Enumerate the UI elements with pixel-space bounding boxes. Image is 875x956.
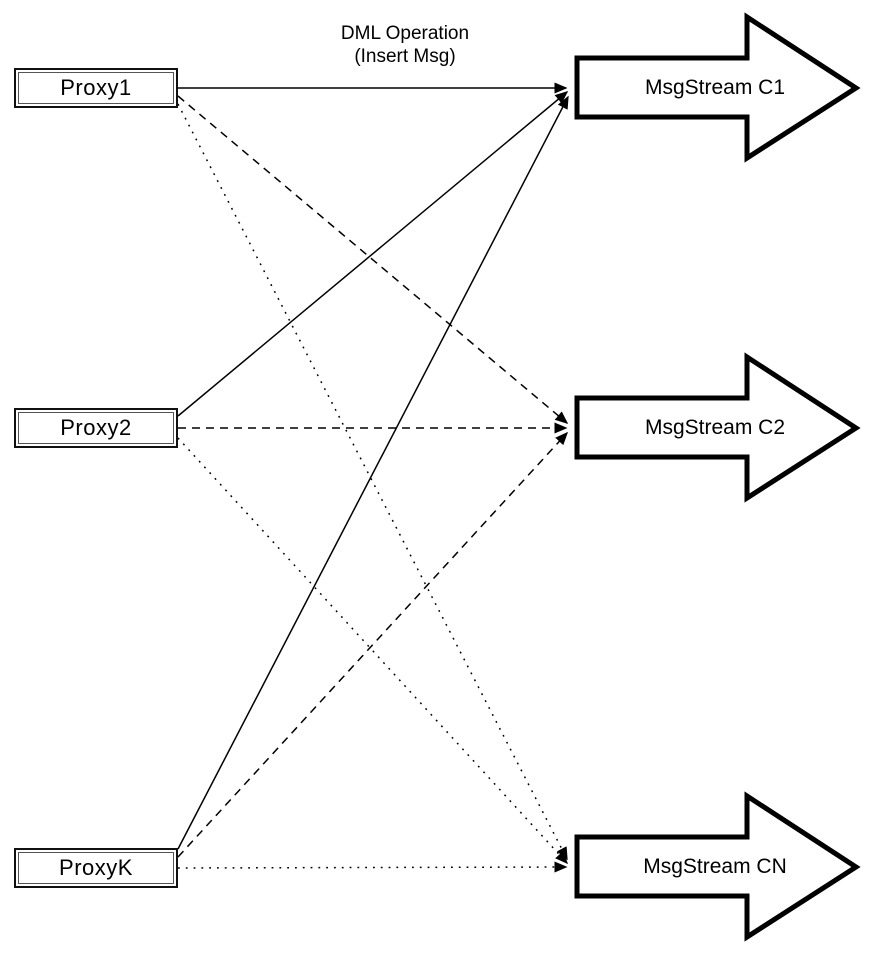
proxy1-label: Proxy1: [60, 75, 132, 100]
proxyk-box: ProxyK: [14, 848, 178, 888]
edge-proxy2-c1: [177, 91, 569, 417]
diagram-title: DML Operation (Insert Msg): [270, 22, 540, 68]
stream-arrow-cn: [574, 791, 861, 942]
proxy1-box: Proxy1: [14, 68, 178, 108]
proxy2-label: Proxy2: [60, 415, 132, 440]
diagram-title-line2: (Insert Msg): [354, 46, 456, 67]
edge-proxy1-cn: [177, 103, 568, 861]
edge-proxyk-c1: [177, 95, 569, 850]
edge-proxy1-c2: [177, 95, 569, 424]
diagram-title-line1: DML Operation: [340, 23, 470, 44]
stream-arrow-c1: [574, 12, 861, 163]
edge-proxyk-c2: [177, 431, 569, 858]
proxyk-label: ProxyK: [59, 855, 133, 880]
stream-arrow-group: [574, 12, 861, 942]
edge-proxy2-cn: [177, 437, 569, 865]
edge-proxyk-cn: [177, 861, 568, 873]
stream-arrow-c2: [574, 352, 861, 503]
edge-group: [177, 82, 569, 873]
proxy2-box: Proxy2: [14, 408, 178, 448]
